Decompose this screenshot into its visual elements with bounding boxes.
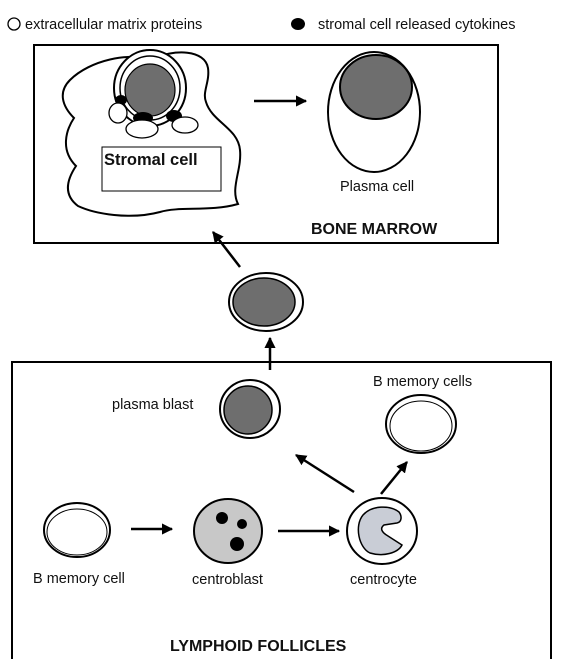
arrow-centrocyte-to-plasmablast	[296, 455, 354, 492]
centroblast-nucleolus	[216, 512, 228, 524]
lymphoid-follicles-title: LYMPHOID FOLLICLES	[170, 638, 347, 655]
open-circle-legend-icon	[8, 18, 20, 30]
plasma-blast-label: plasma blast	[112, 397, 193, 413]
filled-circle-legend-icon	[291, 18, 305, 30]
b-memory-cells-inner	[390, 401, 452, 451]
arrow-centrocyte-to-bmemory	[381, 462, 407, 494]
plasma-cell-label: Plasma cell	[340, 179, 414, 195]
migrating-plasma-cell	[229, 273, 303, 331]
centroblast-label: centroblast	[192, 572, 263, 588]
plasma-cell-nucleus	[340, 55, 412, 119]
legend-extracellular-label: extracellular matrix proteins	[25, 17, 202, 33]
centroblast-cell	[194, 499, 262, 563]
b-memory-cell-label: B memory cell	[33, 571, 125, 587]
matrix-protein-oval	[172, 117, 198, 133]
legend: extracellular matrix proteins stromal ce…	[8, 17, 515, 33]
matrix-protein-oval	[109, 103, 127, 123]
b-memory-cells-label: B memory cells	[373, 374, 472, 390]
migrating-cell-nucleus	[233, 278, 295, 326]
centroblast-nucleolus	[230, 537, 244, 551]
plasma-blast-nucleus	[224, 386, 272, 434]
bone-marrow-panel: Stromal cell Plasma cell BONE MARROW	[34, 45, 498, 243]
bone-marrow-title: BONE MARROW	[311, 221, 438, 238]
lymphoid-follicles-panel: plasma blast B memory cells B memory cel…	[12, 362, 551, 659]
nested-plasma-cell-nucleus	[125, 64, 175, 116]
centrocyte-label: centrocyte	[350, 572, 417, 588]
matrix-protein-oval	[126, 120, 158, 138]
b-memory-cell-inner	[47, 509, 107, 555]
centroblast-nucleolus	[237, 519, 247, 529]
arrow-to-bone-marrow	[213, 232, 240, 267]
stromal-cell-label: Stromal cell	[104, 151, 198, 169]
legend-cytokines-label: stromal cell released cytokines	[318, 17, 515, 33]
